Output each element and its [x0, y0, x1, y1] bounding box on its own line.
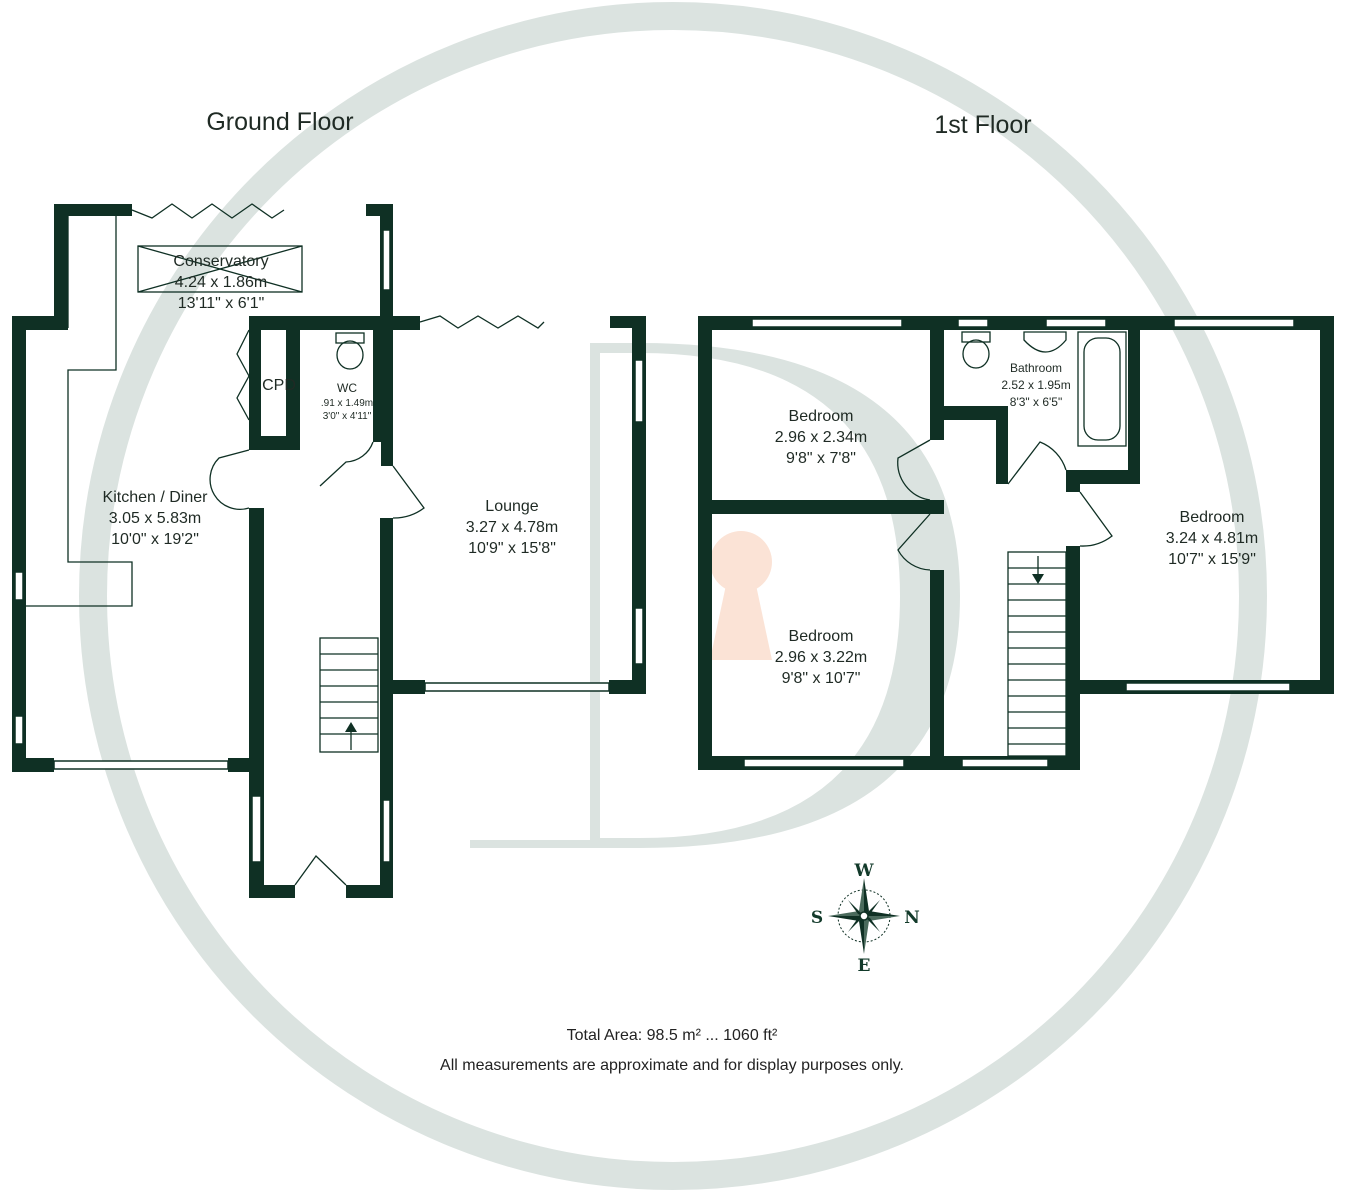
bedroom3-imperial: 9'8" x 10'7" [782, 670, 861, 687]
compass-label-w: W [853, 861, 874, 881]
compass-label-n: N [904, 908, 920, 928]
first-floor-windows [743, 318, 1295, 768]
wc-imperial: 3'0" x 4'11" [323, 411, 372, 422]
kitchen-name: Kitchen / Diner [103, 489, 209, 506]
compass-label-e: E [858, 956, 871, 976]
bathroom-name: Bathroom [1010, 361, 1062, 375]
bedroom1-name: Bedroom [789, 408, 854, 425]
cpd-label: CPD [262, 377, 296, 394]
lounge-imperial: 10'9" x 15'8" [468, 540, 556, 557]
stair-arrow-down-icon [1032, 574, 1044, 584]
total-area-text: Total Area: 98.5 m² ... 1060 ft² [567, 1027, 778, 1044]
bedroom3-metric: 2.96 x 3.22m [775, 649, 868, 666]
ground-floor-details [26, 203, 545, 886]
kitchen-imperial: 10'0" x 19'2" [111, 531, 199, 548]
conservatory-metric: 4.24 x 1.86m [175, 274, 268, 291]
wc-name: WC [337, 381, 357, 395]
conservatory-name: Conservatory [173, 253, 268, 270]
watermark-logo [79, 2, 1267, 1190]
kitchen-metric: 3.05 x 5.83m [109, 510, 202, 527]
bedroom1-imperial: 9'8" x 7'8" [786, 450, 856, 467]
ground-floor-title: Ground Floor [206, 108, 353, 136]
compass-label-s: S [811, 908, 823, 928]
first-floor-title: 1st Floor [934, 111, 1031, 139]
bathroom-imperial: 8'3" x 6'5" [1010, 395, 1062, 409]
bedroom2-imperial: 10'7" x 15'9" [1168, 551, 1256, 568]
bedroom2-metric: 3.24 x 4.81m [1166, 530, 1259, 547]
compass-rose-icon [828, 878, 900, 954]
lounge-metric: 3.27 x 4.78m [466, 519, 559, 536]
lounge-name: Lounge [485, 498, 538, 515]
wc-metric: .91 x 1.49m [321, 398, 373, 409]
keyhole-logo [710, 531, 772, 660]
disclaimer-text: All measurements are approximate and for… [440, 1057, 904, 1074]
stair-arrow-up-icon [345, 722, 357, 732]
bathroom-metric: 2.52 x 1.95m [1001, 378, 1070, 392]
first-floor-details [897, 331, 1127, 757]
conservatory-imperial: 13'11" x 6'1" [178, 295, 265, 312]
ground-floor-windows [14, 229, 644, 863]
bedroom1-metric: 2.96 x 2.34m [775, 429, 868, 446]
bedroom3-name: Bedroom [789, 628, 854, 645]
bedroom2-name: Bedroom [1180, 509, 1245, 526]
